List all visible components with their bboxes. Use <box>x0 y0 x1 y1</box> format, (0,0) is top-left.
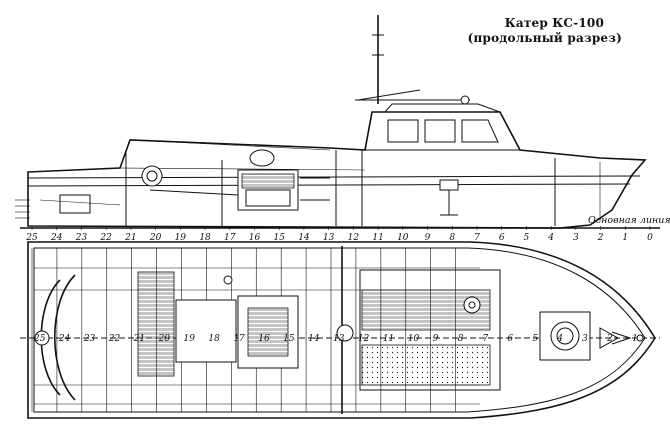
profile-frame-label: 15 <box>273 233 285 243</box>
plan-frame-label: 23 <box>83 334 96 344</box>
profile-frame-label: 24 <box>50 233 63 243</box>
profile-frame-label: 18 <box>199 233 211 243</box>
profile-frame-label: 5 <box>524 233 530 243</box>
engine-plan <box>137 271 299 377</box>
drawing-subtitle: (продольный разрез) <box>467 31 622 45</box>
profile-frame-label: 21 <box>124 233 136 243</box>
profile-frame-label: 3 <box>573 233 579 243</box>
profile-frame-label: 10 <box>397 233 409 243</box>
cockpit-plan <box>359 269 501 391</box>
plan-frame-label: 4 <box>556 334 563 344</box>
wheelhouse-window-2 <box>424 119 456 143</box>
profile-frame-label: 23 <box>75 233 88 243</box>
plan-frame-label: 20 <box>158 334 171 344</box>
bow-fittings <box>599 327 644 349</box>
profile-frame-label: 1 <box>622 233 628 243</box>
plan-frame-label: 24 <box>58 334 71 344</box>
profile-frame-label: 22 <box>99 233 112 243</box>
profile-frame-label: 11 <box>372 233 383 243</box>
wheelhouse <box>364 103 521 151</box>
plan-frame-label: 12 <box>358 334 370 344</box>
mast <box>355 15 470 105</box>
plan-frame-label: 16 <box>258 334 270 344</box>
profile-frame-label: 0 <box>647 233 653 243</box>
profile-frame-label: 9 <box>425 233 431 243</box>
plan-frame-label: 5 <box>532 334 538 344</box>
profile-frame-label: 20 <box>149 233 162 243</box>
plan-frame-label: 18 <box>208 334 220 344</box>
plan-frame-label: 11 <box>383 334 394 344</box>
plan-frame-label: 2 <box>606 334 613 344</box>
plan-frame-label: 19 <box>184 334 196 344</box>
stern-machinery <box>39 165 239 214</box>
plan-frame-label: 21 <box>133 334 145 344</box>
engine-profile <box>237 149 330 211</box>
plan-frame-label: 3 <box>582 334 588 344</box>
profile-frame-label: 12 <box>348 233 360 243</box>
plan-frame-label: 15 <box>283 334 295 344</box>
profile-frame-label: 7 <box>474 233 480 243</box>
profile-frame-label: 17 <box>224 233 236 243</box>
baseline-label: Основная линия <box>588 215 670 226</box>
plan-frame-label: 14 <box>308 334 320 344</box>
profile-frame-label: 16 <box>249 233 261 243</box>
profile-frame-label: 8 <box>449 233 455 243</box>
drawing-title: Катер КС-100 <box>504 16 604 30</box>
wheelhouse-window-3 <box>461 119 499 143</box>
plan-frame-label: 17 <box>233 334 245 344</box>
wheelhouse-window-1 <box>387 119 419 143</box>
plan-frame-label: 1 <box>632 334 638 344</box>
profile-bulkheads <box>125 150 601 226</box>
plan-frame-label: 7 <box>483 334 489 344</box>
hull-outline <box>27 111 647 229</box>
profile-frame-label: 13 <box>323 233 335 243</box>
plan-frame-label: 6 <box>507 334 513 344</box>
profile-frame-label: 19 <box>175 233 187 243</box>
plan-frame-label: 22 <box>108 334 121 344</box>
plan-frame-label: 9 <box>433 334 439 344</box>
profile-frame-label: 6 <box>499 233 505 243</box>
profile-frame-label: 14 <box>298 233 310 243</box>
profile-frame-label: 25 <box>25 233 38 243</box>
profile-frame-label: 2 <box>597 233 604 243</box>
helm-seat <box>439 179 459 216</box>
forepeak-hatch <box>539 311 591 361</box>
profile-frame-label: 4 <box>547 233 554 243</box>
plan-frame-label: 8 <box>458 334 464 344</box>
plan-frame-label: 10 <box>408 334 420 344</box>
plan-frame-label: 25 <box>33 334 46 344</box>
plan-frame-label: 13 <box>333 334 345 344</box>
